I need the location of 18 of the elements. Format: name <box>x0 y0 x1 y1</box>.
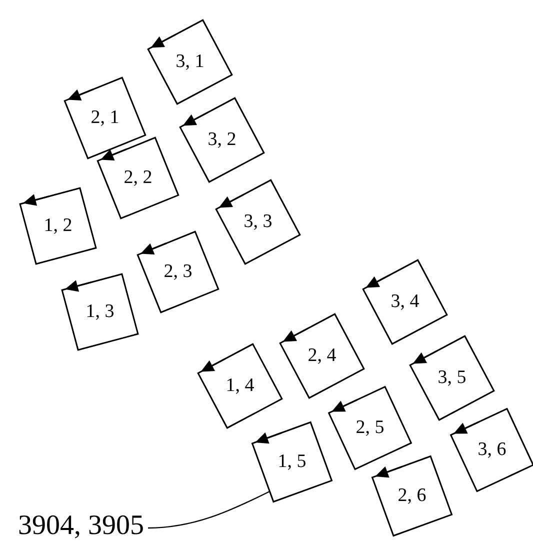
tile-label: 3, 1 <box>176 51 204 73</box>
tile-label: 2, 1 <box>90 107 120 129</box>
tile-label: 1, 4 <box>226 375 254 397</box>
tile-label: 1, 2 <box>44 215 72 237</box>
tile-label: 3, 3 <box>244 211 272 233</box>
tile-label: 3, 5 <box>438 367 466 389</box>
reference-numeral: 3904, 3905 <box>18 510 144 542</box>
tile-label: 3, 2 <box>208 129 236 151</box>
tile-label: 3, 4 <box>390 291 420 313</box>
tile-label: 3, 6 <box>478 439 506 461</box>
tile-label: 2, 3 <box>164 261 192 283</box>
tile-label: 2, 4 <box>308 345 336 367</box>
tile-label: 2, 5 <box>356 417 384 439</box>
tile-label: 1, 3 <box>86 301 114 323</box>
tile-label: 2, 6 <box>398 485 426 507</box>
leader-line <box>148 490 270 529</box>
tile-label: 2, 2 <box>124 167 152 189</box>
tile-label: 1, 5 <box>278 451 306 473</box>
